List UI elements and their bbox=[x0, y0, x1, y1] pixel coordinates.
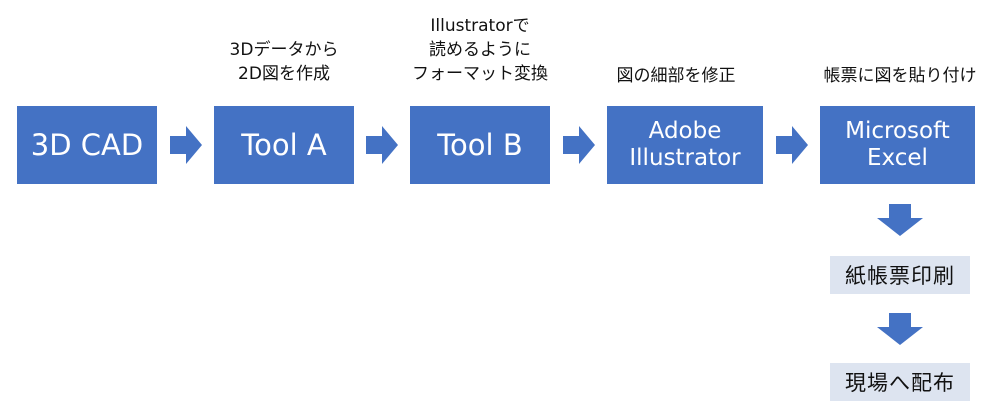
step-label: Tool A bbox=[241, 127, 327, 162]
step-label: Tool B bbox=[437, 127, 523, 162]
step-box-tool-a: Tool A bbox=[214, 106, 354, 184]
step-note-excel: 帳票に図を貼り付け bbox=[823, 66, 977, 86]
arrow-down-icon bbox=[877, 313, 923, 345]
output-box-distribute: 現場へ配布 bbox=[830, 363, 970, 401]
step-box-adobe-illustrator: Adobe Illustrator bbox=[607, 106, 763, 184]
arrow-right-icon bbox=[776, 126, 808, 164]
step-note-illustrator: 図の細部を修正 bbox=[616, 66, 736, 86]
step-box-3d-cad: 3D CAD bbox=[17, 106, 157, 184]
output-label: 現場へ配布 bbox=[845, 371, 955, 395]
arrow-down-icon bbox=[877, 204, 923, 236]
arrow-right-icon bbox=[366, 126, 398, 164]
step-label: Microsoft Excel bbox=[845, 117, 950, 171]
arrow-right-icon bbox=[563, 126, 595, 164]
step-label: Adobe Illustrator bbox=[629, 117, 741, 171]
output-box-print: 紙帳票印刷 bbox=[830, 256, 970, 294]
step-note-tool-a: 3Dデータから 2D図を作成 bbox=[229, 40, 339, 84]
output-label: 紙帳票印刷 bbox=[845, 264, 955, 288]
step-box-tool-b: Tool B bbox=[410, 106, 550, 184]
step-box-microsoft-excel: Microsoft Excel bbox=[820, 106, 975, 184]
step-label: 3D CAD bbox=[30, 127, 144, 162]
arrow-right-icon bbox=[170, 126, 202, 164]
step-note-tool-b: Illustratorで 読めるように フォーマット変換 bbox=[412, 16, 548, 84]
